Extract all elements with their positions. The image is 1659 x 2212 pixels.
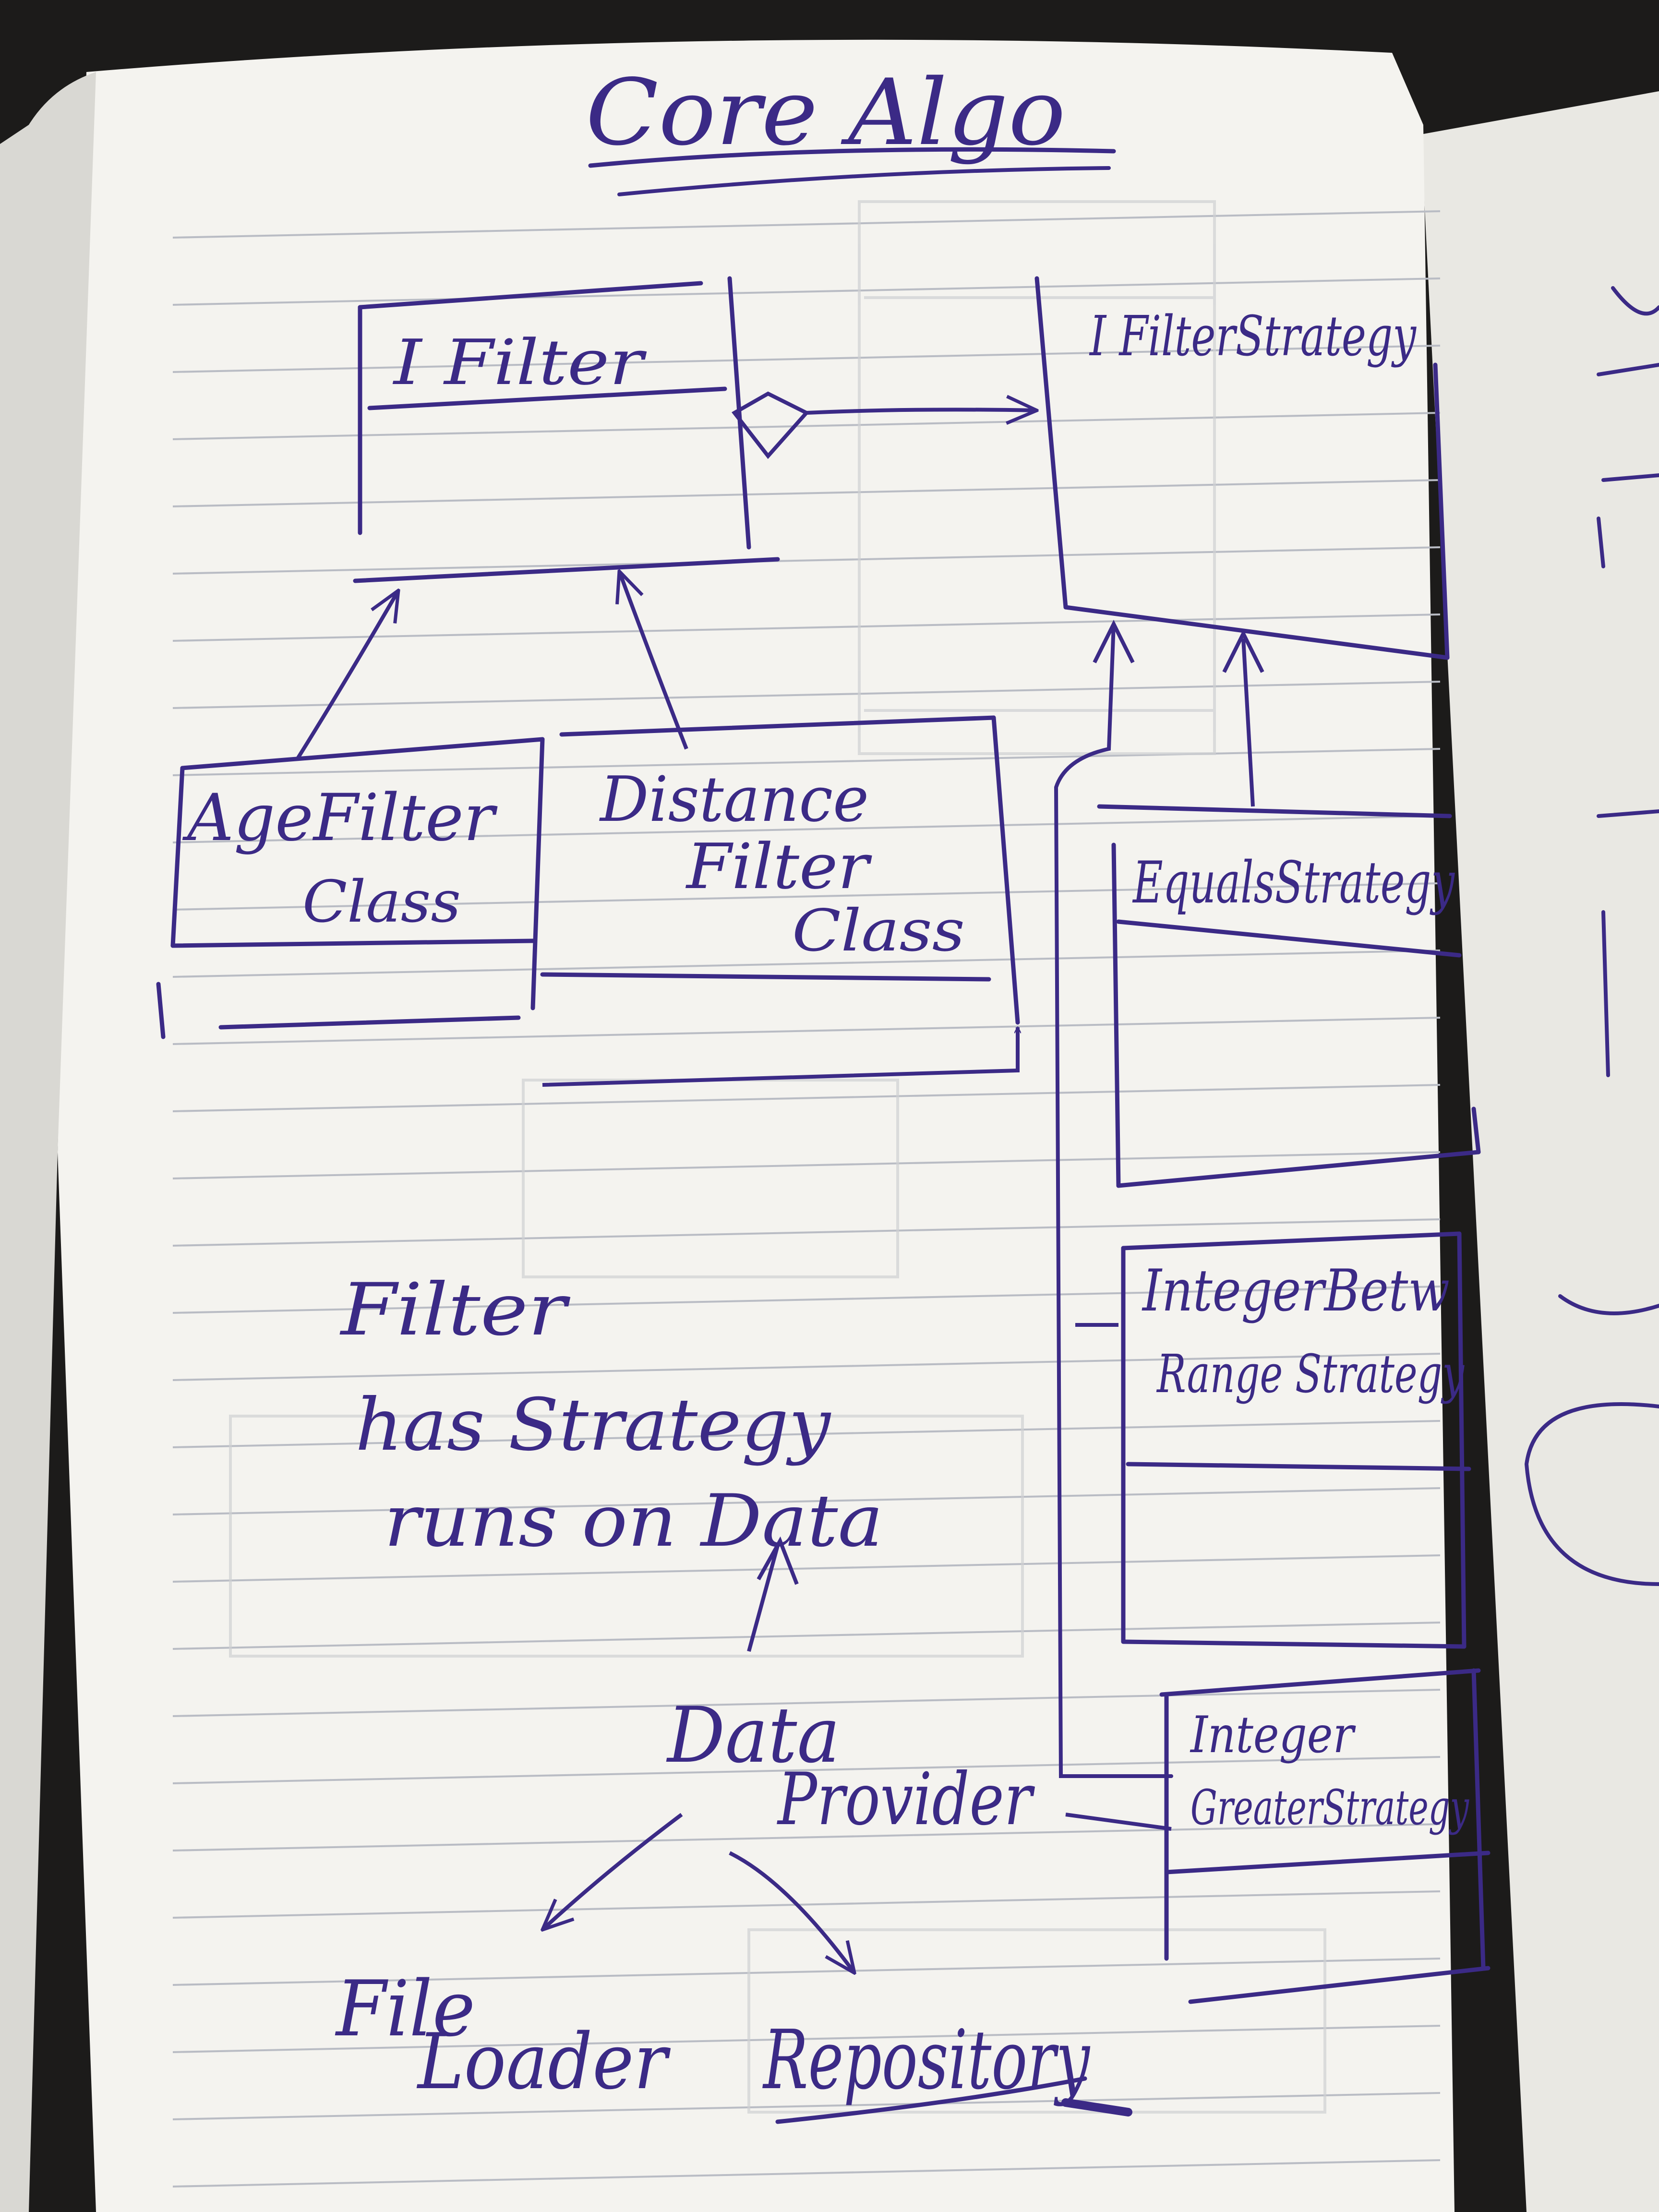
ruled-line bbox=[172, 1756, 1441, 1784]
ruled-line bbox=[172, 345, 1441, 373]
repository-label: Repository bbox=[762, 2013, 1091, 2108]
distancefilter-label-1: Distance bbox=[599, 763, 869, 836]
data-provider-label-1: Data bbox=[666, 1690, 840, 1780]
age-to-ifilter-arrow bbox=[296, 590, 398, 760]
ruled-line bbox=[172, 1084, 1441, 1112]
ruled-line bbox=[172, 2159, 1441, 2188]
ruled-line bbox=[172, 1420, 1441, 1448]
page-stack-edge bbox=[0, 72, 96, 2212]
file-loader-label-1: File bbox=[335, 1964, 475, 2054]
ruled-line bbox=[172, 1958, 1441, 1986]
ghost-marks bbox=[229, 200, 1326, 2114]
integergreater-box bbox=[1159, 1668, 1491, 2004]
trunk-arrow-head bbox=[1093, 620, 1135, 663]
note-line-2: has Strategy bbox=[355, 1383, 831, 1467]
provider-to-fileloader-arrow bbox=[542, 1813, 683, 1930]
integergreater-label-2: GreaterStrategy bbox=[1190, 1779, 1469, 1836]
ruled-line bbox=[172, 1890, 1441, 1919]
agefilter-label-2: Class bbox=[302, 869, 461, 936]
ifilterstrategy-label: I FilterStrategy bbox=[1089, 304, 1417, 369]
ruled-line bbox=[172, 950, 1441, 978]
ruled-line bbox=[172, 1554, 1441, 1583]
aggregation-arrow bbox=[806, 409, 1037, 413]
integerbetween-label-2: Range Strategy bbox=[1156, 1343, 1465, 1405]
provider-to-data-arrow bbox=[747, 1545, 780, 1652]
equalsstrategy-box bbox=[1097, 804, 1481, 1188]
title-underline bbox=[588, 147, 1116, 168]
ruled-line bbox=[172, 1353, 1441, 1381]
ruled-line bbox=[172, 2025, 1441, 2053]
integerbetween-label-1: IntegerBetw bbox=[1142, 1258, 1450, 1324]
repository-underline-mark bbox=[1061, 2098, 1132, 2116]
ifilter-label: I Filter bbox=[393, 326, 647, 399]
ruled-line bbox=[172, 1689, 1441, 1717]
distancefilter-box bbox=[540, 715, 1020, 1025]
ruled-line bbox=[172, 748, 1441, 776]
equalsstrategy-label: EqualsStrategy bbox=[1132, 850, 1455, 916]
ruled-line bbox=[172, 2092, 1441, 2120]
ruled-line bbox=[172, 815, 1441, 843]
trunk-branch-integer-greater bbox=[1065, 1813, 1172, 1831]
ifilter-box bbox=[353, 276, 780, 583]
ifilterstrategy-box bbox=[1034, 276, 1450, 660]
title-underline-2 bbox=[617, 166, 1111, 196]
data-provider-label-2: Provider bbox=[777, 1758, 1035, 1841]
ruled-line bbox=[172, 1487, 1441, 1515]
ruled-line bbox=[172, 1017, 1441, 1045]
integerbetween-box bbox=[1121, 1231, 1471, 1649]
ruled-line bbox=[172, 1218, 1441, 1247]
ruled-line bbox=[172, 277, 1441, 306]
file-loader-label-2: Loader bbox=[416, 2017, 671, 2106]
note-line-1: Filter bbox=[339, 1268, 571, 1352]
ruled-line bbox=[172, 613, 1441, 642]
equals-arrow-head bbox=[1222, 629, 1264, 673]
ruled-line bbox=[172, 412, 1441, 440]
ruled-line bbox=[172, 1151, 1441, 1179]
ruled-line bbox=[172, 546, 1441, 575]
distancefilter-label-3: Class bbox=[792, 898, 965, 964]
ruled-line bbox=[172, 1286, 1441, 1314]
paper-page bbox=[58, 39, 1455, 2212]
provider-arrow-head bbox=[757, 1536, 799, 1585]
note-line-3: runs on Data bbox=[384, 1479, 883, 1563]
equals-to-ifilterstrategy-arrow bbox=[1241, 638, 1255, 807]
integergreater-label-1: Integer bbox=[1190, 1706, 1356, 1764]
ruled-line bbox=[172, 210, 1441, 239]
repository-underline bbox=[775, 2076, 1087, 2124]
distancefilter-label-2: Filter bbox=[685, 830, 872, 903]
strategy-trunk-line bbox=[1054, 622, 1173, 1778]
ruled-line bbox=[172, 681, 1441, 709]
next-page-fragments bbox=[1524, 286, 1659, 1586]
ruled-line bbox=[172, 882, 1441, 911]
next-page bbox=[1421, 91, 1659, 2212]
agefilter-box bbox=[156, 737, 545, 1039]
ruled-line bbox=[172, 479, 1441, 507]
ruled-lines bbox=[172, 210, 1441, 2188]
ruled-line bbox=[172, 1823, 1441, 1851]
distance-lower-arrow bbox=[542, 1027, 1018, 1087]
agefilter-label-1: AgeFilter bbox=[182, 780, 498, 855]
provider-to-repository-arrow bbox=[729, 1851, 854, 1973]
distance-to-ifilter-arrow bbox=[619, 571, 688, 750]
ruled-line bbox=[172, 1622, 1441, 1650]
